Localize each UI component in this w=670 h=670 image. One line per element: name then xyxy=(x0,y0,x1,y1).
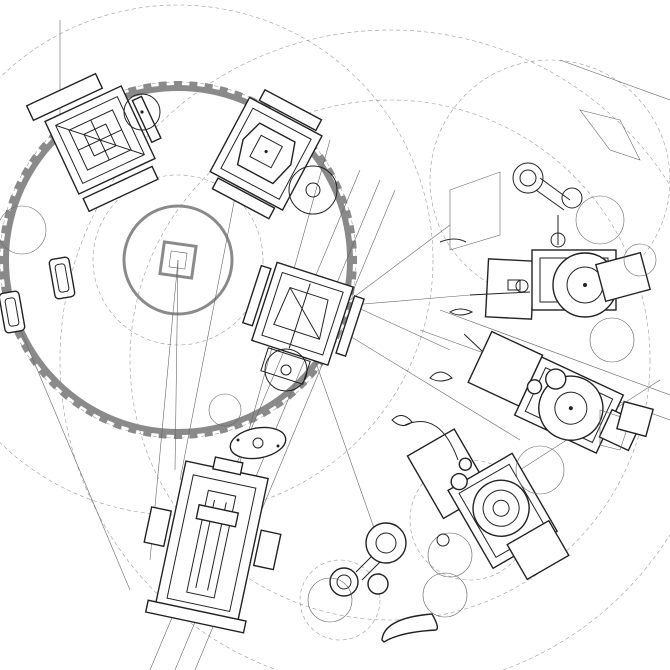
side-clip-left xyxy=(0,205,76,334)
gear-tooth xyxy=(233,90,243,99)
roller-top-center xyxy=(288,165,338,215)
bearing-top xyxy=(123,93,161,131)
module-top-center xyxy=(209,88,323,220)
gear-tooth xyxy=(113,421,123,430)
gear-tooth xyxy=(29,154,39,165)
gear-tooth xyxy=(218,426,229,434)
arm-module-upper xyxy=(449,249,651,320)
gear-tooth xyxy=(333,180,342,191)
gear-tooth xyxy=(261,407,271,418)
guide-circles-lower xyxy=(208,393,468,623)
arm-module-middle xyxy=(463,330,642,455)
gear-tooth xyxy=(351,256,357,264)
gear-tooth xyxy=(349,271,357,280)
gear-tooth xyxy=(59,389,70,400)
gear-tooth xyxy=(174,433,182,439)
lower-right-frame xyxy=(427,400,654,581)
gear-tooth xyxy=(127,426,138,434)
module-top-left xyxy=(25,72,162,213)
module-center xyxy=(241,261,365,385)
pointer-tip-middle xyxy=(429,371,453,382)
gear-tooth xyxy=(349,240,357,249)
pointer-tip-lower xyxy=(391,415,413,426)
crescent-plate xyxy=(381,613,439,643)
gear-tooth xyxy=(286,389,297,400)
gear-tooth xyxy=(204,429,214,437)
gear-tooth xyxy=(174,81,182,87)
gear-tooth xyxy=(142,429,152,437)
dogbone-link xyxy=(329,522,407,597)
gear-tooth xyxy=(142,83,152,91)
gear-tooth xyxy=(48,379,59,390)
gear-tooth xyxy=(317,154,327,165)
gear-tooth xyxy=(72,399,83,409)
gear-tooth xyxy=(0,271,7,280)
gear-tooth xyxy=(233,421,243,430)
gear-tooth xyxy=(1,224,9,234)
gear-tooth xyxy=(204,83,214,91)
gear-tooth xyxy=(20,167,31,177)
roller-center xyxy=(264,348,308,392)
gear-tooth xyxy=(127,86,138,94)
gear-tooth xyxy=(85,407,95,418)
frame-top-right xyxy=(579,109,657,363)
gear-tooth xyxy=(0,256,5,264)
swing-link-upper xyxy=(439,162,625,251)
main-gear-ring xyxy=(0,81,357,439)
module-bottom-carriage xyxy=(143,456,282,634)
gear-tooth xyxy=(218,86,229,94)
gear-tooth xyxy=(98,415,109,424)
gear-tooth xyxy=(347,224,355,234)
gear-tooth xyxy=(247,415,258,424)
gear-tooth xyxy=(344,209,352,220)
gear-tooth xyxy=(189,431,198,439)
gear-tooth xyxy=(20,343,31,353)
gear-tooth xyxy=(339,195,348,205)
gear-tooth xyxy=(189,81,198,89)
gear-tooth xyxy=(273,399,284,409)
gear-tooth xyxy=(158,81,167,89)
arm-module-lower xyxy=(406,428,559,570)
gear-tooth xyxy=(14,180,23,191)
gear-tooth xyxy=(325,167,336,177)
gear-tooth xyxy=(38,368,49,379)
gear-tooth xyxy=(38,141,49,152)
lozenge-cam xyxy=(229,426,287,460)
gear-tooth xyxy=(307,368,318,379)
gear-tooth xyxy=(8,195,17,205)
gear-tooth xyxy=(158,431,167,439)
